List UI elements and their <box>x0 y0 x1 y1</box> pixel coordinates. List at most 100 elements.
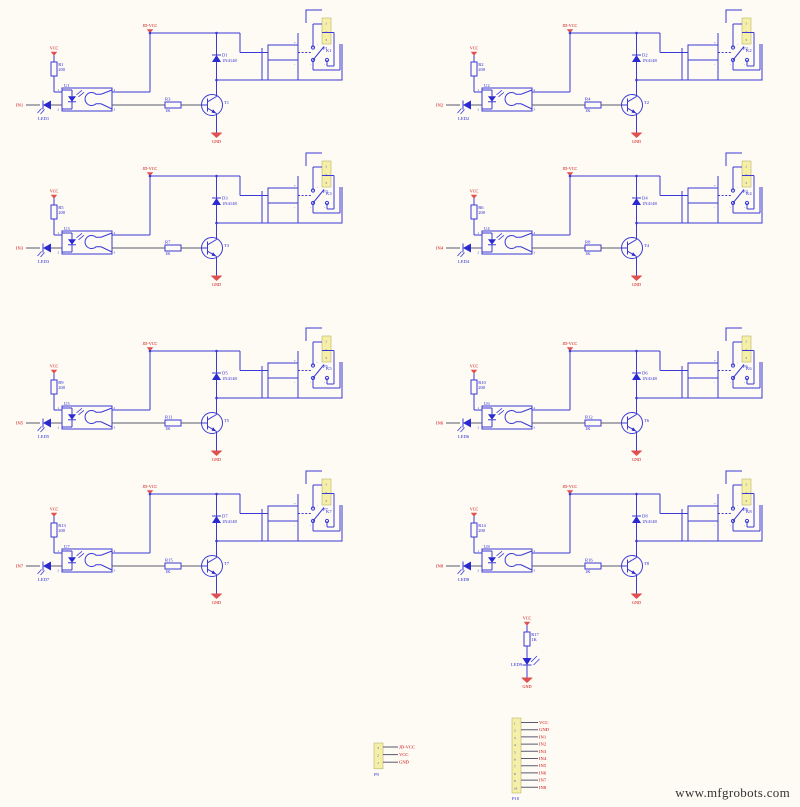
channel-1-flyback-diode-body <box>212 55 221 62</box>
channel-3-terminal-pin-1: 1 <box>325 165 327 169</box>
channel-4-flyback-diode-ref: D4 <box>642 196 648 201</box>
signal-connector-pin-num-5: 5 <box>514 750 516 754</box>
channel-2-optocoupler-pin-2: 2 <box>478 108 480 112</box>
channel-7-flyback-diode-type: 1N4148 <box>222 519 238 524</box>
channel-6-terminal-pin-2: 2 <box>745 348 747 352</box>
power-connector-ref: P9 <box>374 772 380 777</box>
channel-1-gnd-marker <box>210 132 223 139</box>
channel-2-vcc-flag: VCC <box>470 46 479 56</box>
channel-2-terminal-body <box>741 17 752 45</box>
channel-4-led-resistor-ref: R6 <box>478 205 484 210</box>
channel-8-transistor-emitter-arrow <box>631 570 637 575</box>
channel-4-optocoupler-package <box>481 230 533 255</box>
channel-6-flyback-diode-type: 1N4148 <box>642 376 658 381</box>
channel-7-terminal-ref: P7 <box>323 507 329 512</box>
channel-6-transistor-emitter-arrow <box>631 427 637 432</box>
channel-6-optocoupler-emit-ray1 <box>496 407 503 414</box>
channel-3-optocoupler-emit-ray1 <box>76 232 83 239</box>
channel-8-vcc-flag-marker <box>470 512 478 517</box>
channel-5-relay: +----K5 <box>267 359 332 384</box>
channel-4-relay-coil-plus: + <box>714 184 716 188</box>
channel-4-gnd-marker <box>630 275 643 282</box>
channel-3-transistor-ref: T3 <box>224 243 230 248</box>
channel-2-base-resistor-body <box>584 101 602 109</box>
channel-2-flyback-diode-ref: D2 <box>642 53 648 58</box>
power-led-resistor-ref: R17 <box>531 632 539 637</box>
channel-8-led-resistor-body <box>470 522 478 538</box>
channel-6-optocoupler-pin3-lead <box>520 421 533 428</box>
channel-1-terminal-pin-1: 1 <box>325 22 327 26</box>
channel-5-optocoupler-package <box>61 405 113 430</box>
channel-5-relay-ref: K5 <box>326 366 332 371</box>
channel-6-status-led-ray2 <box>460 427 465 433</box>
channel-7-transistor: T7 <box>201 554 230 578</box>
power-led-vcc-flag-marker <box>523 621 531 626</box>
channel-4-contact-outline <box>681 187 763 224</box>
channel-7-optocoupler-emit-ray2 <box>78 552 85 559</box>
channel-7-status-led-body <box>43 561 51 571</box>
channel-5-terminal-pin-3: 3 <box>325 356 327 360</box>
channel-5-relay-pin-nc: - <box>317 360 318 364</box>
power-led-ray1 <box>530 655 538 663</box>
channel-7-vcc-flag-text: VCC <box>50 507 59 512</box>
channel-7-relay-coil <box>267 505 299 522</box>
channel-1-contact-outline <box>261 44 343 81</box>
channel-3-relay-pin-nc: - <box>317 185 318 189</box>
channel-1-optocoupler-pin-3: 3 <box>114 108 116 112</box>
channel-7-optocoupler-pin-3: 3 <box>114 569 116 573</box>
signal-connector-net-IN6: IN6 <box>539 770 547 775</box>
channel-6-flyback-diode-ref: D6 <box>642 371 648 376</box>
channel-8-optocoupler-pin-3: 3 <box>534 569 536 573</box>
channel-1-terminal-body <box>321 17 332 45</box>
channel-3-transistor-emitter-arrow <box>211 252 217 257</box>
channel-4-gnd: GND <box>630 275 643 287</box>
channel-1-relay-ref: K1 <box>326 48 332 53</box>
signal-connector-pin-num-9: 9 <box>514 779 516 783</box>
channel-8-status-led: LED8 <box>457 561 471 582</box>
channel-2-terminal-pin-2: 2 <box>745 30 747 34</box>
channel-3-optocoupler-emit-ray2 <box>78 234 85 241</box>
jdvcc-junction <box>148 31 152 35</box>
channel-3-relay-armature <box>312 189 325 204</box>
signal-connector-pin-num-7: 7 <box>514 765 516 769</box>
channel-4-gnd-text: GND <box>632 282 641 287</box>
channel-6-vcc-flag-marker <box>470 369 478 374</box>
channel-8-vcc-flag-text: VCC <box>470 507 479 512</box>
signal-connector-pin-num-10: 10 <box>514 786 518 790</box>
channel-1-optocoupler-package <box>61 87 113 112</box>
signal-connector-pin-num-3: 3 <box>514 736 516 740</box>
channel-5-terminal-body <box>321 335 332 363</box>
channel-1-optocoupler-ref: U1 <box>64 83 70 88</box>
channel-7-flyback-diode-body <box>212 516 221 523</box>
channel-8-relay-ref: K8 <box>746 509 752 514</box>
channel-8-transistor: T8 <box>621 554 650 578</box>
channel-7-base-resistor-body <box>164 562 182 570</box>
channel-2-optocoupler-pin4-lead <box>520 89 533 95</box>
channel-3-base-resistor-value: 1K <box>165 251 171 256</box>
channel-6-led-resistor-value: 200 <box>478 385 486 390</box>
channel-5-contact-outline <box>261 362 343 399</box>
channel-1-relay-armature <box>312 46 325 61</box>
channel-3-transistor-collector-lead <box>207 239 217 246</box>
channel-3-relay-ref: K3 <box>326 191 332 196</box>
channel-6-relay-armature <box>732 364 745 379</box>
channel-1-led-resistor-ref: R1 <box>58 62 64 67</box>
channel-4-terminal-pin-2: 2 <box>745 173 747 177</box>
channel-8-optocoupler-internal-led <box>488 557 496 563</box>
channel-8-terminal-ref: P8 <box>743 507 749 512</box>
channel-5-transistor-emitter-arrow <box>211 427 217 432</box>
channel-2-relay-coil <box>687 44 719 61</box>
jdvcc-junction <box>148 174 152 178</box>
channel-8-flyback-diode-ref: D8 <box>642 514 648 519</box>
channel-2-transistor-collector-lead <box>627 96 637 103</box>
channel-1-optocoupler-emit-ray1 <box>76 89 83 96</box>
channel-4-status-led-ref: LED4 <box>458 259 470 264</box>
channel-1-terminal-pin-3: 3 <box>325 38 327 42</box>
